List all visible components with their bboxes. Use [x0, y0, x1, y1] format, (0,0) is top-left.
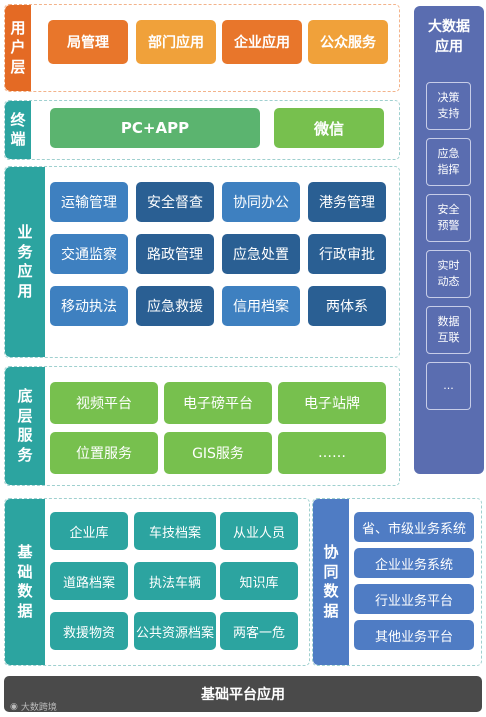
base-data-layer-label: 基础数据 [5, 499, 45, 665]
business-item[interactable]: 安全督查 [136, 182, 214, 222]
base-service-item[interactable]: 位置服务 [50, 432, 158, 474]
big-data-item[interactable]: 实时动态 [426, 250, 471, 298]
base-data-item[interactable]: 救援物资 [50, 612, 128, 650]
watermark-text: 大数跨境 [20, 703, 57, 713]
base-data-layer-band: 基础数据 [4, 498, 310, 666]
business-item[interactable]: 运输管理 [50, 182, 128, 222]
terminal-layer-band: 终端 [4, 100, 400, 160]
watermark: ◉ 大数跨境 [10, 700, 57, 714]
base-service-layer-label: 底层服务 [5, 367, 45, 485]
base-data-item[interactable]: 车技档案 [134, 512, 216, 550]
base-data-item[interactable]: 道路档案 [50, 562, 128, 600]
business-item[interactable]: 路政管理 [136, 234, 214, 274]
base-service-item[interactable]: 电子磅平台 [164, 382, 272, 424]
user-layer-label: 用户层 [5, 5, 31, 91]
collab-data-item[interactable]: 企业业务系统 [354, 548, 474, 578]
base-service-layer-band: 底层服务 [4, 366, 400, 486]
business-layer-label: 业务应用 [5, 167, 45, 357]
user-item-enterprise[interactable]: 企业应用 [222, 20, 302, 64]
business-item[interactable]: 信用档案 [222, 286, 300, 326]
big-data-item[interactable]: 应急指挥 [426, 138, 471, 186]
base-platform-bar[interactable]: 基础平台应用 [4, 676, 482, 712]
base-service-item[interactable]: 电子站牌 [278, 382, 386, 424]
business-item[interactable]: 港务管理 [308, 182, 386, 222]
user-item-bureau[interactable]: 局管理 [48, 20, 128, 64]
base-data-item[interactable]: 企业库 [50, 512, 128, 550]
business-item[interactable]: 交通监察 [50, 234, 128, 274]
base-data-item[interactable]: 从业人员 [220, 512, 298, 550]
big-data-item[interactable]: 数据互联 [426, 306, 471, 354]
collab-data-item[interactable]: 行业业务平台 [354, 584, 474, 614]
business-item[interactable]: 两体系 [308, 286, 386, 326]
terminal-layer-label: 终端 [5, 101, 31, 159]
collab-data-item[interactable]: 省、市级业务系统 [354, 512, 474, 542]
business-item[interactable]: 行政审批 [308, 234, 386, 274]
collab-data-layer-band: 协同数据 [312, 498, 482, 666]
terminal-item-wechat[interactable]: 微信 [274, 108, 384, 148]
user-layer-band: 用户层 [4, 4, 400, 92]
base-data-item[interactable]: 公共资源档案 [134, 612, 216, 650]
big-data-item[interactable]: 安全预警 [426, 194, 471, 242]
user-item-public[interactable]: 公众服务 [308, 20, 388, 64]
business-item[interactable]: 协同办公 [222, 182, 300, 222]
base-data-item[interactable]: 两客一危 [220, 612, 298, 650]
base-data-item[interactable]: 知识库 [220, 562, 298, 600]
base-service-item[interactable]: GIS服务 [164, 432, 272, 474]
business-item[interactable]: 移动执法 [50, 286, 128, 326]
big-data-title: 大数据应用 [428, 19, 470, 55]
terminal-item-pc-app[interactable]: PC+APP [50, 108, 260, 148]
business-item[interactable]: 应急救援 [136, 286, 214, 326]
business-item[interactable]: 应急处置 [222, 234, 300, 274]
base-service-item[interactable]: …… [278, 432, 386, 474]
user-item-department[interactable]: 部门应用 [136, 20, 216, 64]
collab-data-layer-label: 协同数据 [313, 499, 349, 665]
base-service-item[interactable]: 视频平台 [50, 382, 158, 424]
big-data-item[interactable]: 决策支持 [426, 82, 471, 130]
base-data-item[interactable]: 执法车辆 [134, 562, 216, 600]
collab-data-item[interactable]: 其他业务平台 [354, 620, 474, 650]
watermark-logo-icon: ◉ [10, 701, 18, 712]
big-data-item[interactable]: ... [426, 362, 471, 410]
business-layer-band: 业务应用 [4, 166, 400, 358]
